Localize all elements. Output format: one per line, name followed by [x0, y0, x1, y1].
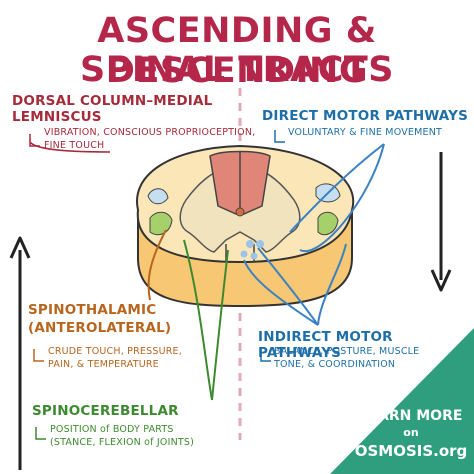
indirect-motor-desc-1: BALANCE, POSTURE, MUSCLE: [274, 346, 420, 357]
spinothalamic-desc-1: CRUDE TOUCH, PRESSURE,: [48, 346, 182, 357]
indirect-motor-heading: INDIRECT MOTOR PATHWAYS: [258, 329, 393, 361]
dcml-heading-2: LEMNISCUS: [12, 109, 102, 125]
title-line-2: SPINAL TRACTS: [80, 50, 394, 90]
spinothalamic-heading-2: (ANTEROLATERAL): [28, 320, 172, 336]
indirect-motor-desc-2: TONE, & COORDINATION: [274, 359, 396, 370]
spinothalamic-desc-2: PAIN, & TEMPERATURE: [48, 359, 159, 370]
spinocerebellar-desc-2: (STANCE, FLEXION of JOINTS): [50, 437, 195, 448]
title-line-1: ASCENDING & DESCENDING: [97, 11, 377, 91]
spinothalamic-heading-1: SPINOTHALAMIC: [28, 302, 157, 318]
up-arrow-icon: [9, 236, 31, 470]
direct-motor-desc: VOLUNTARY & FINE MOVEMENT: [288, 127, 443, 138]
promo-corner: [330, 328, 474, 474]
promo-line-2: on: [403, 426, 419, 439]
direct-motor-heading: DIRECT MOTOR PATHWAYS: [262, 108, 469, 124]
spinocerebellar-desc-1: POSITION of BODY PARTS: [50, 424, 174, 435]
spinal-cord-cross-section: [136, 144, 355, 308]
spinocerebellar-heading: SPINOCEREBELLAR: [32, 403, 179, 419]
spinocerebellar-region: [149, 211, 173, 236]
promo-line-3[interactable]: OSMOSIS.org: [354, 442, 468, 460]
dcml-desc-2: FINE TOUCH: [44, 140, 105, 151]
dcml-desc-1: VIBRATION, CONSCIOUS PROPRIOCEPTION,: [44, 127, 256, 138]
down-arrow-icon: [430, 152, 452, 292]
dcml-heading-1: DORSAL COLUMN–MEDIAL: [12, 93, 213, 109]
promo-line-1[interactable]: LEARN MORE: [359, 408, 463, 424]
